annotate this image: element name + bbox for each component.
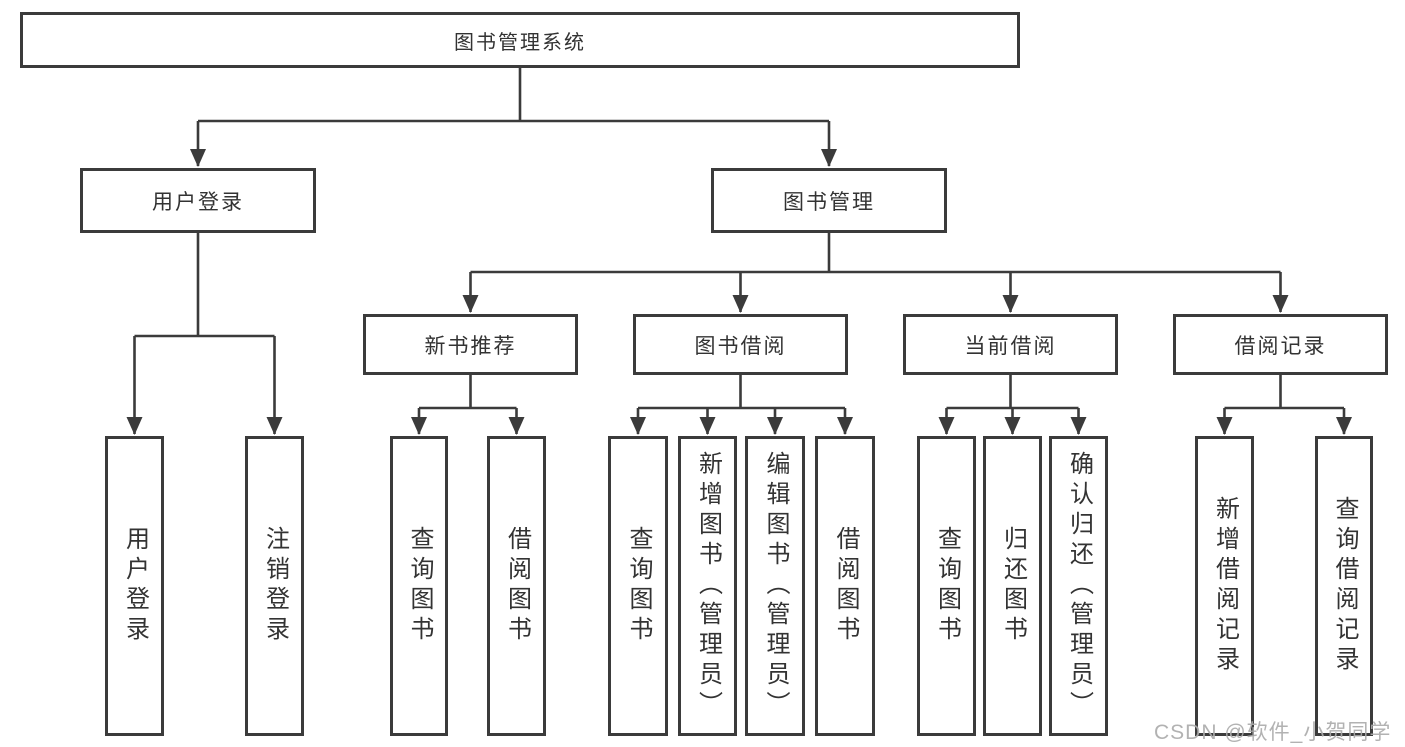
leaf-records-add-record: 新增借阅记录 bbox=[1195, 436, 1254, 736]
leaf-current-query-books: 查询图书 bbox=[917, 436, 976, 736]
leaf-user-login: 用户登录 bbox=[105, 436, 164, 736]
leaf-logout: 注销登录 bbox=[245, 436, 304, 736]
leaf-recommend-borrow-books: 借阅图书 bbox=[487, 436, 546, 736]
leaf-recommend-query-books: 查询图书 bbox=[390, 436, 448, 736]
leaf-records-query-record: 查询借阅记录 bbox=[1315, 436, 1373, 736]
leaf-borrow-add-books-admin: 新增图书（管理员） bbox=[678, 436, 737, 736]
leaf-borrow-edit-books-admin: 编辑图书（管理员） bbox=[745, 436, 805, 736]
leaf-borrow-borrow-books: 借阅图书 bbox=[815, 436, 875, 736]
node-book-borrowing: 图书借阅 bbox=[633, 314, 848, 375]
node-user-login: 用户登录 bbox=[80, 168, 316, 233]
watermark: CSDN @软件_小贺同学 bbox=[1154, 721, 1392, 744]
node-new-book-recommendation: 新书推荐 bbox=[363, 314, 578, 375]
node-root: 图书管理系统 bbox=[20, 12, 1020, 68]
node-borrowing-records: 借阅记录 bbox=[1173, 314, 1388, 375]
leaf-current-return-books: 归还图书 bbox=[983, 436, 1042, 736]
node-book-management: 图书管理 bbox=[711, 168, 947, 233]
node-current-borrowing: 当前借阅 bbox=[903, 314, 1118, 375]
leaf-current-confirm-return-admin: 确认归还（管理员） bbox=[1049, 436, 1108, 736]
leaf-borrow-query-books: 查询图书 bbox=[608, 436, 668, 736]
